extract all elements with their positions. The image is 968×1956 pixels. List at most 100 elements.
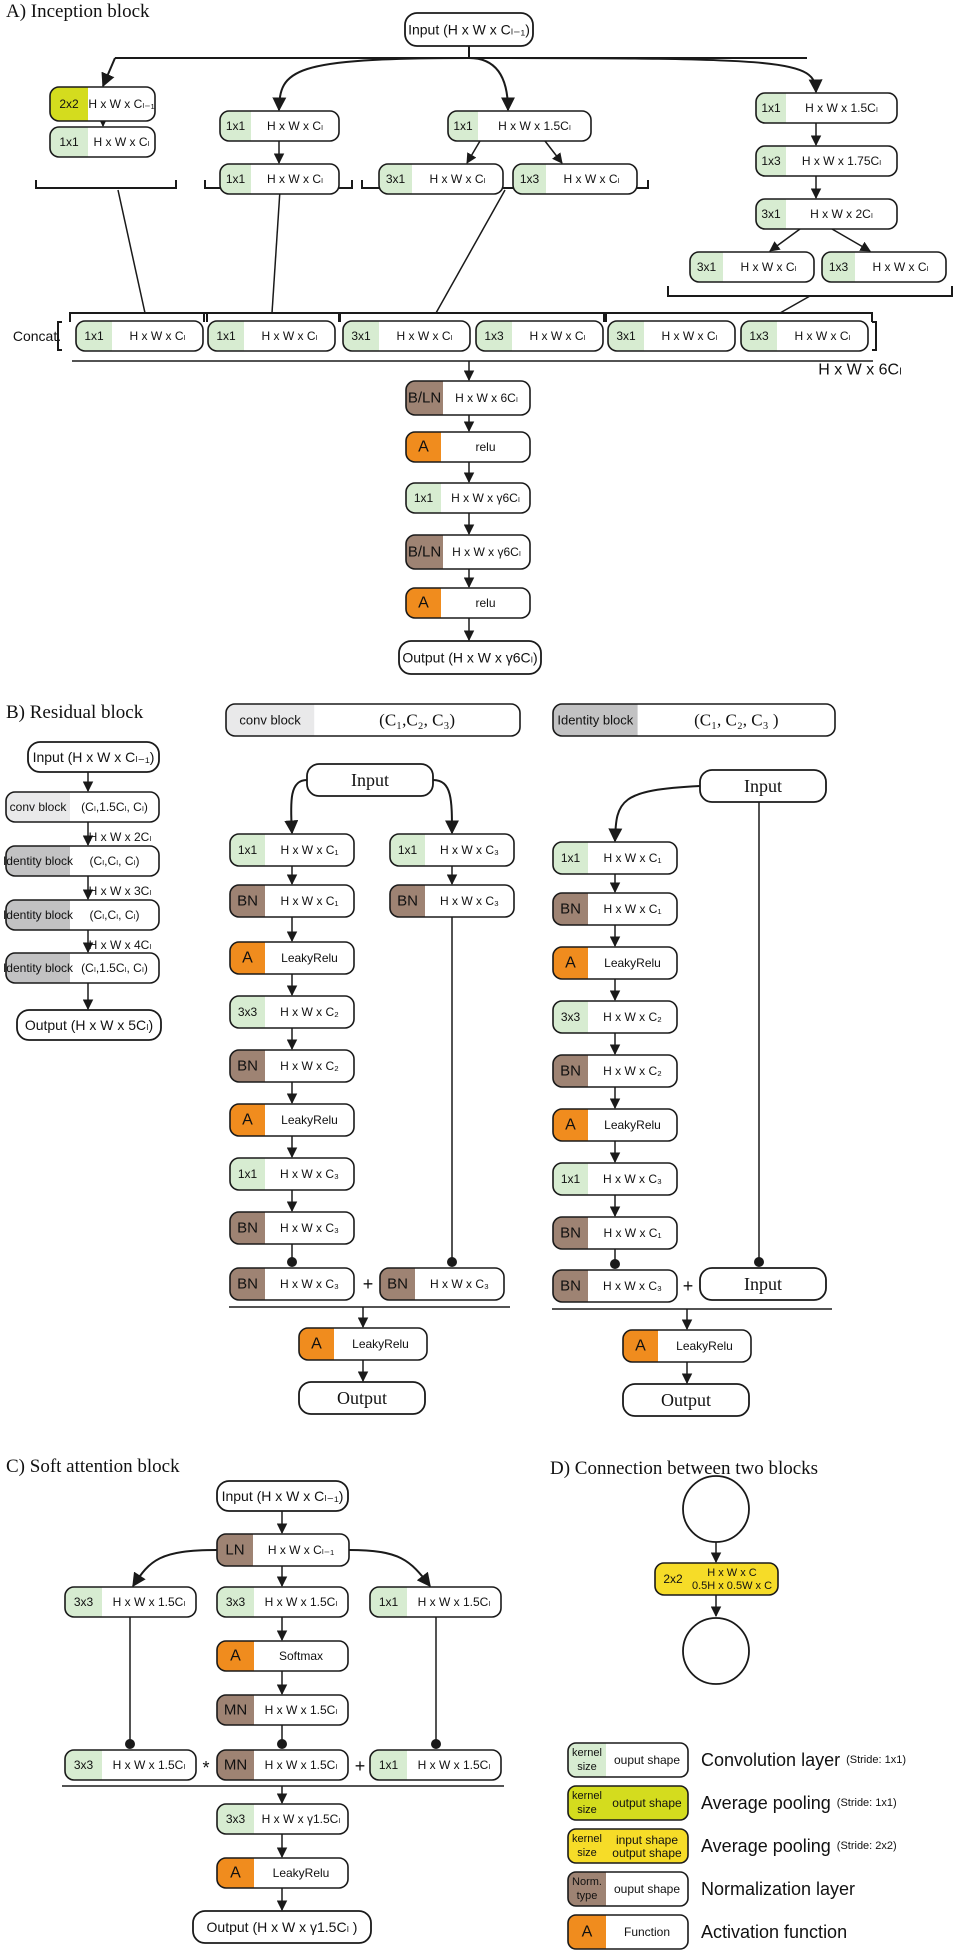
connector-line [779, 295, 811, 314]
layer-kernel-label: 1x3 [829, 260, 849, 274]
connector-line [115, 46, 807, 59]
operator-symbol: * [202, 1758, 209, 1778]
io-pill-b-iout [622, 1383, 750, 1417]
arrow-head [132, 1549, 218, 1588]
arrow-head [468, 57, 515, 112]
identity-block-header: Identity block(C₁, C₂, C₃ ) [552, 703, 836, 737]
layer-kernel-label: A [418, 595, 429, 612]
io-pill-b-mout [16, 1009, 162, 1041]
layer-kernel-label: BN [397, 893, 418, 910]
layer-kernel-label: MN [224, 1757, 247, 1774]
layer-type-swatch [217, 1858, 254, 1888]
connector-line [117, 189, 146, 314]
layer-type-swatch [230, 834, 265, 866]
layer-kernel-label: Identity block [3, 961, 74, 975]
legend-right: ouput shape [614, 1882, 680, 1896]
layer-shape-label: H x W x C₃ [440, 843, 499, 857]
layer-shape-label: H x W x C₂ [280, 1059, 339, 1073]
layer-shape-label: (Cₗ,1.5Cₗ, Cₗ) [81, 961, 148, 975]
layer-type-swatch [6, 792, 70, 822]
layer-shape-label: H x W x 1.75Cₗ [802, 154, 881, 168]
io-pill-a-out [398, 640, 542, 675]
layer-shape-label: H x W x Cₗ [564, 172, 620, 186]
layer-type-swatch [390, 885, 425, 917]
layer-shape-label: (Cₗ,Cₗ, Cₗ) [90, 854, 140, 868]
layer-type-swatch [553, 1055, 588, 1087]
layer-type-swatch [406, 588, 441, 618]
layer-type-swatch [6, 953, 70, 983]
layer-kernel-label: 1x1 [238, 1167, 258, 1181]
io-pill-label: Output (H x W x γ6Cₗ) [402, 650, 537, 666]
layer-type-swatch [370, 1750, 407, 1780]
layer-kernel-label: 1x1 [238, 843, 258, 857]
layer-kernel-label: 1x1 [379, 1758, 399, 1772]
conv-block-header: conv block(C₁,C₂, C₃) [225, 703, 521, 737]
connector-line [69, 312, 208, 322]
layer-kernel-label: Identity block [3, 908, 74, 922]
layer-kernel-label: Identity block [3, 854, 74, 868]
dot-head [125, 1739, 135, 1749]
layer-shape-label: H x W x C₁ [603, 902, 661, 916]
layer-type-swatch [6, 900, 70, 930]
layer-type-swatch [756, 199, 786, 229]
layer-kernel-label: 1x1 [226, 119, 246, 133]
layer-shape-label: LeakyRelu [604, 956, 661, 970]
operator-symbol: + [355, 1756, 366, 1776]
layer-kernel-label: LN [225, 1542, 244, 1559]
layer-box-b-ca: A LeakyRelu [298, 1327, 428, 1361]
io-pill-label: Output [661, 1390, 711, 1410]
layer-shape-label: H x W x C₂ [603, 1010, 662, 1024]
io-pill-label: Output (H x W x γ1.5Cₗ ) [207, 1919, 358, 1935]
io-pill-c-out [192, 1910, 372, 1944]
io-pill-label: Input [351, 770, 389, 790]
layer-shape-label: H x W x Cₗ [873, 260, 929, 274]
layer-kernel-label: A [311, 1336, 322, 1353]
layer-shape-label: H x W x Cₗ₋₁ [88, 97, 154, 111]
layer-type-swatch [553, 1109, 588, 1141]
arrow-head [101, 57, 116, 88]
layer-type-swatch [553, 1217, 588, 1249]
connector-line [339, 312, 607, 322]
io-pill-b-iin [699, 769, 827, 803]
layer-shape-label: H x W x C₁ [280, 843, 338, 857]
layer-shape-label: H x W x 6Cₗ [455, 391, 518, 405]
layer-shape-label: H x W x C₃ [440, 894, 499, 908]
layer-type-swatch [230, 1104, 265, 1136]
layer-shape-label: (Cₗ,1.5Cₗ, Cₗ) [81, 800, 148, 814]
io-pill-b-min [27, 741, 160, 773]
layer-shape-label: H x W x Cₗ [741, 260, 797, 274]
layer-shape-label: H x W x Cₗ [267, 119, 323, 133]
layer-kernel-label: BN [237, 1058, 258, 1075]
arrow-head [468, 57, 823, 94]
legend-left: kernel [572, 1747, 602, 1759]
layer-shape-label: LeakyRelu [352, 1337, 409, 1351]
layer-type-swatch [217, 1750, 254, 1780]
layer-kernel-label: 1x3 [749, 329, 769, 343]
concat-bracket-left [57, 321, 62, 351]
connector-line [271, 189, 281, 314]
legend-label: Activation function [701, 1922, 847, 1942]
dot-head [610, 1259, 620, 1269]
io-pill-label: Output (H x W x 5Cₗ) [25, 1017, 153, 1033]
layer-kernel-label: 1x1 [59, 135, 79, 149]
layer-type-swatch [230, 1212, 265, 1244]
layer-type-swatch [623, 1330, 658, 1362]
layer-type-swatch [379, 164, 412, 194]
layer-shape-label: H x W x Cₗ [130, 329, 186, 343]
